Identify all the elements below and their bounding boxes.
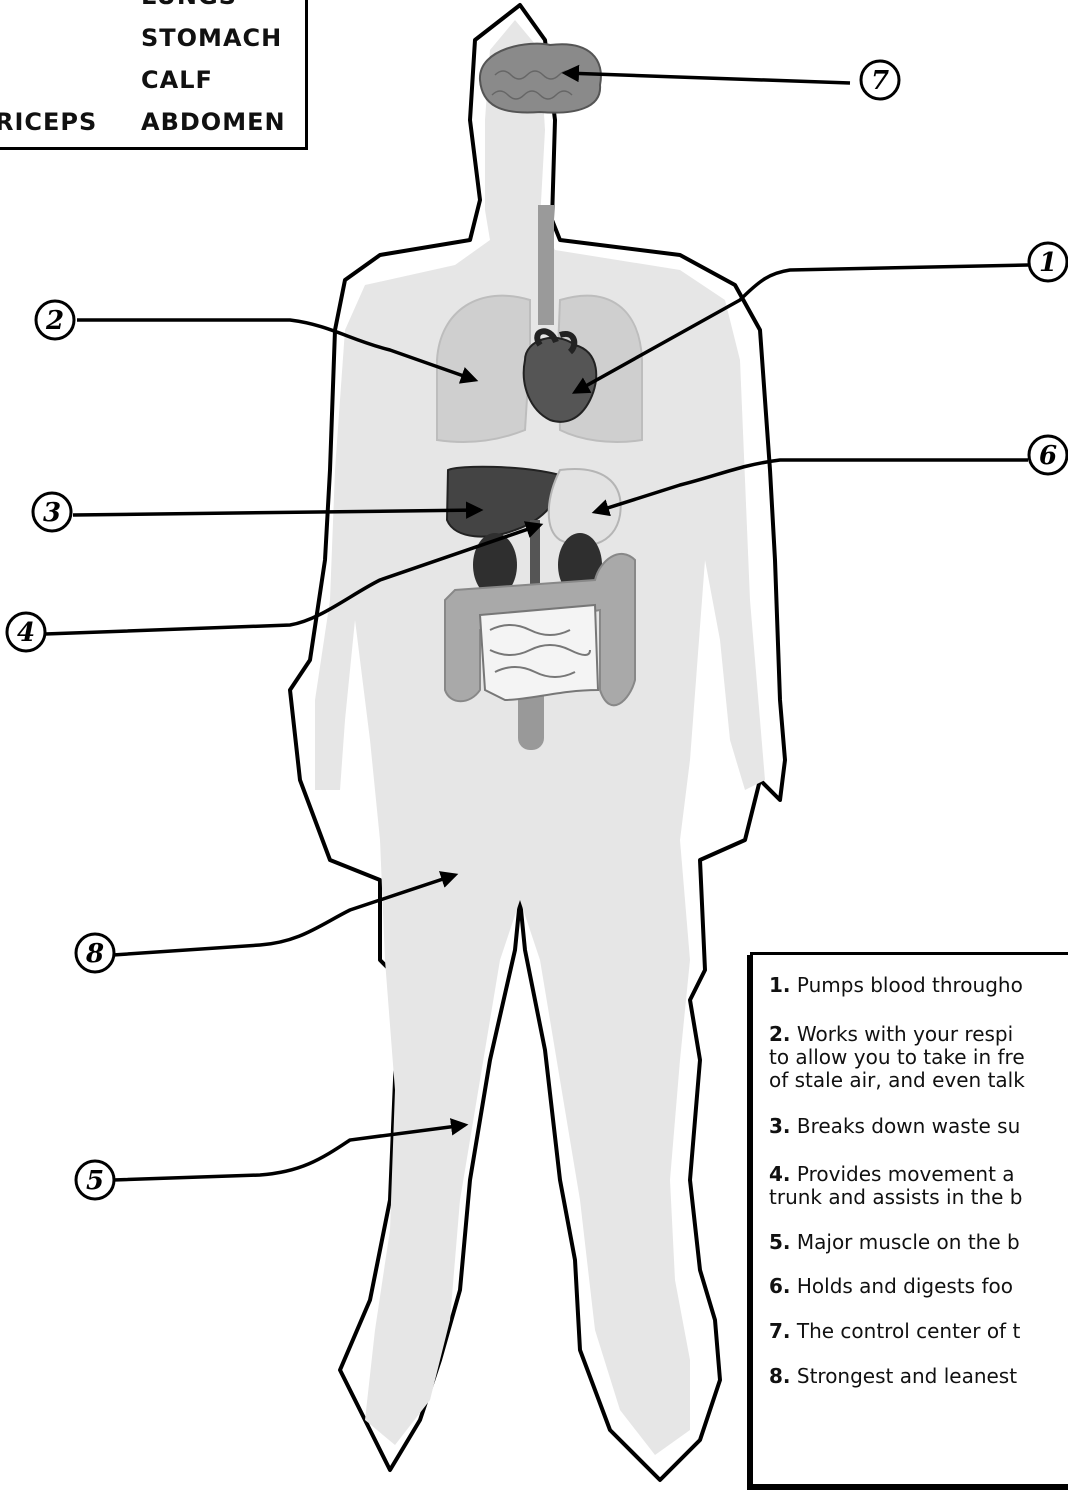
clue-6: 6. Holds and digests foo (769, 1275, 1013, 1298)
word-bank-item: CALF (141, 66, 213, 94)
trachea (538, 205, 554, 325)
clue-2: 2. Works with your respi to allow you to… (769, 1023, 1025, 1092)
word-bank-item: STOMACH (141, 24, 282, 52)
callout-number-3: 3 (43, 498, 61, 528)
clue-7: 7. The control center of t (769, 1320, 1020, 1343)
word-bank-item: LUNGS (141, 0, 237, 10)
left-lung (437, 296, 530, 442)
clue-3: 3. Breaks down waste su (769, 1115, 1020, 1138)
word-bank: LUNGS STOMACH CALF RICEPS ABDOMEN (0, 0, 308, 150)
word-bank-item: RICEPS (0, 108, 97, 136)
callout-number-8: 8 (85, 939, 104, 969)
callout-number-7: 7 (871, 66, 889, 96)
word-bank-item: ABDOMEN (141, 108, 286, 136)
clue-box: 1. Pumps blood througho 2. Works with yo… (750, 952, 1068, 1487)
callout-number-6: 6 (1039, 441, 1057, 471)
callout-number-1: 1 (1039, 248, 1057, 278)
clue-1: 1. Pumps blood througho (769, 974, 1023, 997)
callout-line-7 (565, 73, 850, 83)
callout-number-5: 5 (86, 1166, 104, 1196)
clue-8: 8. Strongest and leanest (769, 1365, 1017, 1388)
clue-4: 4. Provides movement a trunk and assists… (769, 1163, 1023, 1209)
callout-number-4: 4 (17, 618, 35, 648)
clue-5: 5. Major muscle on the b (769, 1231, 1020, 1254)
brain (480, 44, 601, 113)
callout-number-2: 2 (45, 306, 64, 336)
